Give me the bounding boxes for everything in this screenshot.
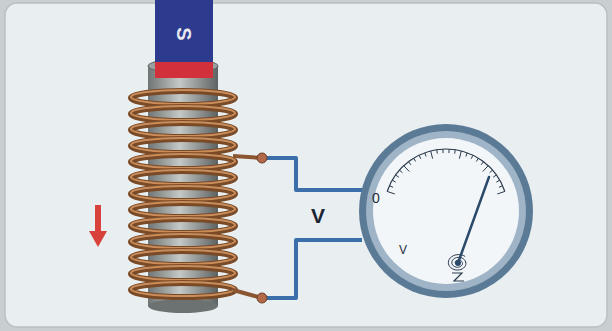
winding	[131, 107, 235, 121]
wire	[262, 158, 362, 190]
scale-tick	[459, 151, 461, 159]
winding	[131, 203, 235, 217]
winding-highlight	[131, 250, 235, 264]
magnet-pole	[155, 62, 213, 78]
scale-tick	[387, 191, 395, 194]
motion-arrow	[89, 205, 107, 247]
winding	[131, 171, 235, 185]
unit-symbol: V	[399, 244, 407, 256]
needle	[458, 177, 489, 263]
terminal	[257, 153, 267, 163]
winding-highlight	[131, 170, 235, 184]
winding	[131, 219, 235, 233]
winding-highlight	[131, 122, 235, 136]
winding-highlight	[131, 154, 235, 168]
scale-tick	[425, 153, 426, 157]
scale-tick	[392, 180, 395, 182]
wire	[262, 240, 362, 298]
panel	[5, 3, 607, 327]
scale-tick	[490, 170, 493, 173]
scale-tick	[496, 180, 499, 182]
scale-tick	[436, 150, 438, 154]
spring-mount	[452, 273, 464, 281]
scale-tick	[493, 175, 496, 177]
winding	[131, 139, 235, 153]
winding	[131, 235, 235, 249]
winding	[131, 91, 235, 105]
winding-highlight	[131, 90, 235, 104]
winding-highlight	[131, 218, 235, 232]
scale-tick	[483, 166, 488, 172]
scale-tick	[481, 162, 483, 165]
winding	[131, 123, 235, 137]
voltage-label: V	[311, 205, 325, 226]
coil-windings	[131, 90, 235, 297]
scale-tick	[442, 149, 443, 153]
terminal	[257, 293, 267, 303]
pole-letter: S	[174, 27, 194, 40]
magnet-north	[155, 0, 213, 62]
hair-spring	[448, 255, 466, 270]
winding-highlight	[131, 234, 235, 248]
scale-tick	[414, 158, 416, 161]
scale-tick	[389, 186, 393, 188]
winding-highlight	[131, 202, 235, 216]
scale-tick	[404, 166, 409, 172]
scale-tick	[448, 149, 449, 153]
winding	[131, 187, 235, 201]
scale-number: 0	[372, 191, 380, 205]
scale-tick	[454, 150, 456, 154]
scale-tick	[466, 153, 467, 157]
meter-rim	[359, 124, 533, 298]
scale-tick	[499, 186, 503, 188]
winding-highlight	[131, 186, 235, 200]
meter-face	[373, 138, 519, 284]
scale-tick	[497, 191, 505, 194]
scale-tick	[431, 151, 433, 159]
winding-highlight	[131, 138, 235, 152]
core-bottom	[148, 299, 218, 313]
scale-tick	[408, 162, 410, 165]
wires	[233, 156, 362, 298]
winding	[131, 155, 235, 169]
meter-bezel	[366, 131, 526, 291]
scale-tick	[419, 155, 421, 159]
scale-tick	[476, 158, 478, 161]
scale-tick	[471, 155, 473, 159]
winding-highlight	[131, 106, 235, 120]
bar-magnet: S	[155, 0, 213, 78]
pivot	[455, 260, 461, 266]
winding	[131, 251, 235, 265]
scale-tick	[396, 175, 399, 177]
node-shape	[357, 122, 535, 300]
winding-highlight	[131, 266, 235, 280]
winding	[131, 283, 235, 297]
winding	[131, 267, 235, 281]
scale-tick	[399, 170, 402, 173]
winding-highlight	[131, 282, 235, 296]
meter-dial: 0V	[357, 122, 535, 300]
